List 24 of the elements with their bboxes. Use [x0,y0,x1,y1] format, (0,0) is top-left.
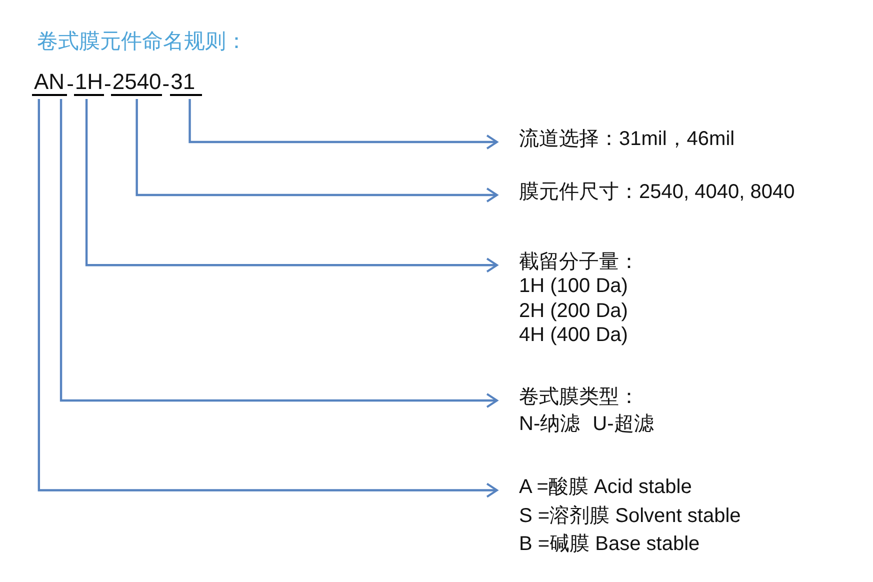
diagram-title: 卷式膜元件命名规则： [37,29,247,55]
code-separator: - [104,72,112,96]
description-text: 流道选择：31mil，46mil [519,127,735,151]
code-segment: 31 [170,70,202,96]
leader-arrow [85,99,498,273]
code-segment: 1H [74,70,104,96]
list-item: 4H (400 Da) [519,322,628,348]
leader-arrow [60,99,498,408]
leader-arrow [38,99,498,498]
leader-arrow [136,99,498,202]
leader-arrow [188,99,498,150]
description-text: 膜元件尺寸：2540, 4040, 8040 [519,180,795,204]
code-separator: - [162,72,170,96]
list-item: 1H (100 Da) [519,274,628,299]
code-segment: AN [32,70,67,96]
definition-item: A =酸膜 Acid stable [519,475,692,500]
code-separator: - [66,72,74,96]
type-options: N-纳滤 U-超滤 [519,411,654,438]
list-heading: 卷式膜类型： [519,385,639,410]
list-heading: 截留分子量： [519,250,639,274]
list-item: 2H (200 Da) [519,298,628,323]
definition-item: S =溶剂膜 Solvent stable [519,504,741,528]
definition-item: B =碱膜 Base stable [519,532,700,557]
code-segment: 2540 [111,70,162,96]
